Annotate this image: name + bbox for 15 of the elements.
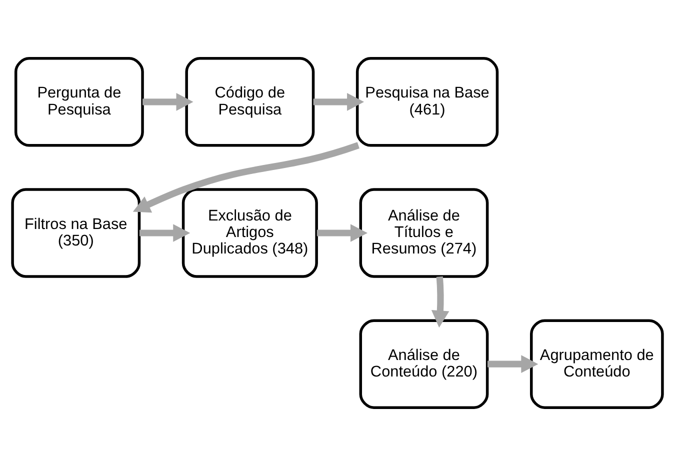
- arrow: [142, 92, 194, 110]
- arrow: [487, 354, 538, 373]
- node-box: Análise de Títulos e Resumos (274): [359, 188, 489, 278]
- arrow: [431, 276, 450, 328]
- node-box: Pergunta de Pesquisa: [14, 56, 144, 146]
- node-box: Análise de Conteúdo (220): [359, 318, 489, 408]
- arrow: [313, 92, 364, 110]
- arrow: [132, 142, 362, 212]
- node-box: Código de Pesquisa: [185, 56, 315, 146]
- node-box: Pesquisa na Base (461): [356, 56, 499, 146]
- arrow: [316, 224, 368, 242]
- node-box: Exclusão de Artigos Duplicados (348): [182, 188, 318, 278]
- node-box: Filtros na Base (350): [11, 188, 141, 278]
- node-box: Agrupamento de Conteúdo: [530, 318, 664, 408]
- arrow: [139, 224, 190, 242]
